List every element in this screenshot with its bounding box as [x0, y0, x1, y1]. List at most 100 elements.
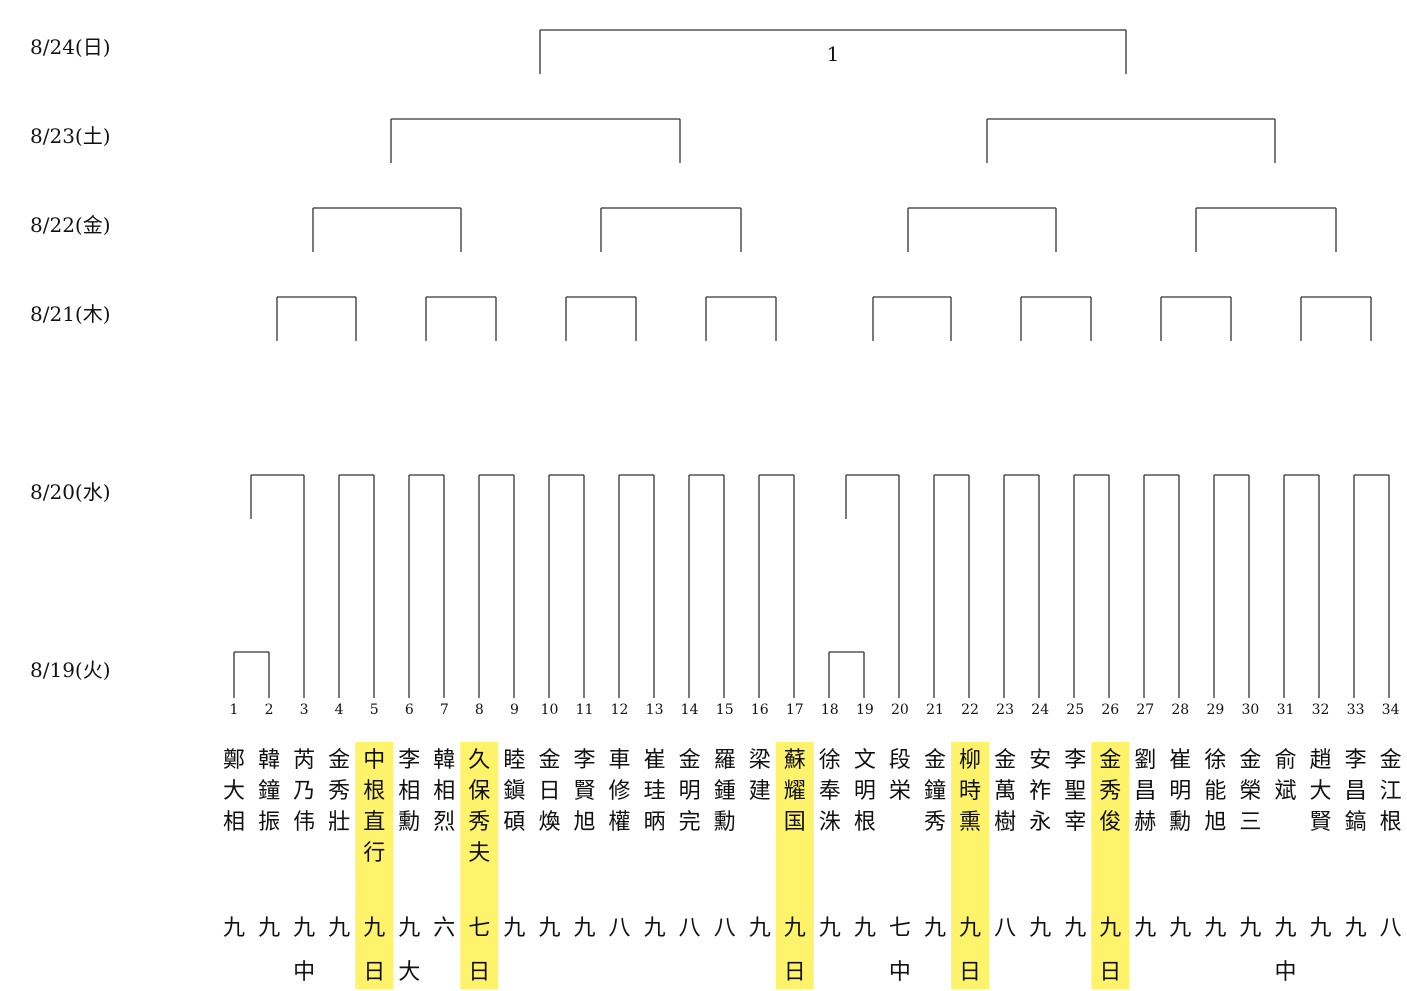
player-number: 12: [611, 702, 629, 718]
highlight-column: [1091, 742, 1130, 989]
player-name: 金秀壯: [328, 748, 350, 835]
player-number: 20: [891, 702, 909, 718]
player-name: 崔珪昞: [644, 748, 666, 835]
player-number: 28: [1171, 702, 1189, 718]
player-name: 文明根: [854, 748, 876, 835]
player-affiliation: 大: [398, 960, 420, 985]
player-name: 久保秀夫: [468, 748, 490, 866]
player-grade: 九: [1309, 916, 1331, 941]
player-name: 金榮三: [1239, 748, 1261, 835]
player-affiliation: 中: [1274, 960, 1296, 985]
date-label-0819: 8/19(火): [30, 658, 111, 682]
player-name: 韓相烈: [433, 748, 455, 835]
player-grade: 九: [538, 916, 560, 941]
player-grade: 八: [608, 916, 630, 941]
player-number: 31: [1277, 702, 1295, 718]
player-grade: 九: [1134, 916, 1156, 941]
highlight-column: [355, 742, 394, 989]
player-number: 1: [230, 702, 239, 718]
player-grade: 九: [784, 916, 806, 941]
player-number: 19: [856, 702, 874, 718]
player-grade: 九: [1345, 916, 1367, 941]
player-name: 李賢旭: [573, 748, 595, 835]
player-number: 11: [576, 702, 594, 718]
player-number: 23: [996, 702, 1014, 718]
player-grade: 九: [1169, 916, 1191, 941]
player-number: 24: [1031, 702, 1049, 718]
player-name: 金明完: [679, 748, 701, 835]
player-grade: 九: [819, 916, 841, 941]
player-grade: 九: [1204, 916, 1226, 941]
player-grade: 九: [1274, 916, 1296, 941]
player-name: 中根直行: [363, 748, 385, 866]
player-number: 18: [821, 702, 839, 718]
player-grade: 八: [679, 916, 701, 941]
bracket-lines: [233, 29, 1390, 698]
player-number: 32: [1312, 702, 1330, 718]
highlight-column: [460, 742, 499, 989]
player-grade: 九: [573, 916, 595, 941]
player-affiliation: 日: [959, 960, 981, 985]
player-number: 21: [926, 702, 944, 718]
player-grade: 六: [433, 916, 455, 941]
player-grade: 九: [1239, 916, 1261, 941]
player-affiliation: 日: [784, 960, 806, 985]
player-name: 金江根: [1380, 748, 1402, 835]
player-grade: 九: [1099, 916, 1121, 941]
player-number: 22: [961, 702, 979, 718]
date-label-0822: 8/22(金): [30, 213, 111, 237]
player-name: 安祚永: [1029, 748, 1051, 835]
player-name: 睦鎭碩: [503, 748, 525, 835]
player-grade: 八: [1380, 916, 1402, 941]
date-label-0821: 8/21(木): [30, 302, 111, 326]
date-label-0823: 8/23(土): [30, 124, 111, 148]
player-name: 崔明勳: [1169, 748, 1191, 835]
player-number: 15: [716, 702, 734, 718]
date-label-0824: 8/24(日): [30, 35, 111, 59]
player-grade: 九: [363, 916, 385, 941]
player-grade: 八: [714, 916, 736, 941]
player-number: 8: [475, 702, 484, 718]
player-grade: 九: [1029, 916, 1051, 941]
highlight-column: [951, 742, 989, 989]
player-grade: 九: [924, 916, 946, 941]
player-number: 16: [751, 702, 769, 718]
player-number: 7: [440, 702, 449, 718]
player-name: 李聖宰: [1064, 748, 1086, 835]
player-grade: 九: [293, 916, 315, 941]
player-name: 金鐘秀: [924, 748, 946, 835]
player-name: 段栄: [889, 748, 911, 804]
player-grade: 九: [644, 916, 666, 941]
player-name: 羅鍾勳: [714, 748, 736, 835]
player-name: 徐能旭: [1204, 748, 1226, 835]
player-number: 26: [1101, 702, 1119, 718]
player-grade: 九: [854, 916, 876, 941]
player-name: 梁建: [749, 748, 771, 804]
player-grade: 九: [1064, 916, 1086, 941]
player-grade: 九: [223, 916, 245, 941]
player-name: 李昌鎬: [1345, 748, 1367, 835]
player-number: 25: [1066, 702, 1084, 718]
player-grade: 七: [889, 916, 911, 941]
player-name: 金秀俊: [1099, 748, 1121, 835]
player-number: 29: [1206, 702, 1224, 718]
